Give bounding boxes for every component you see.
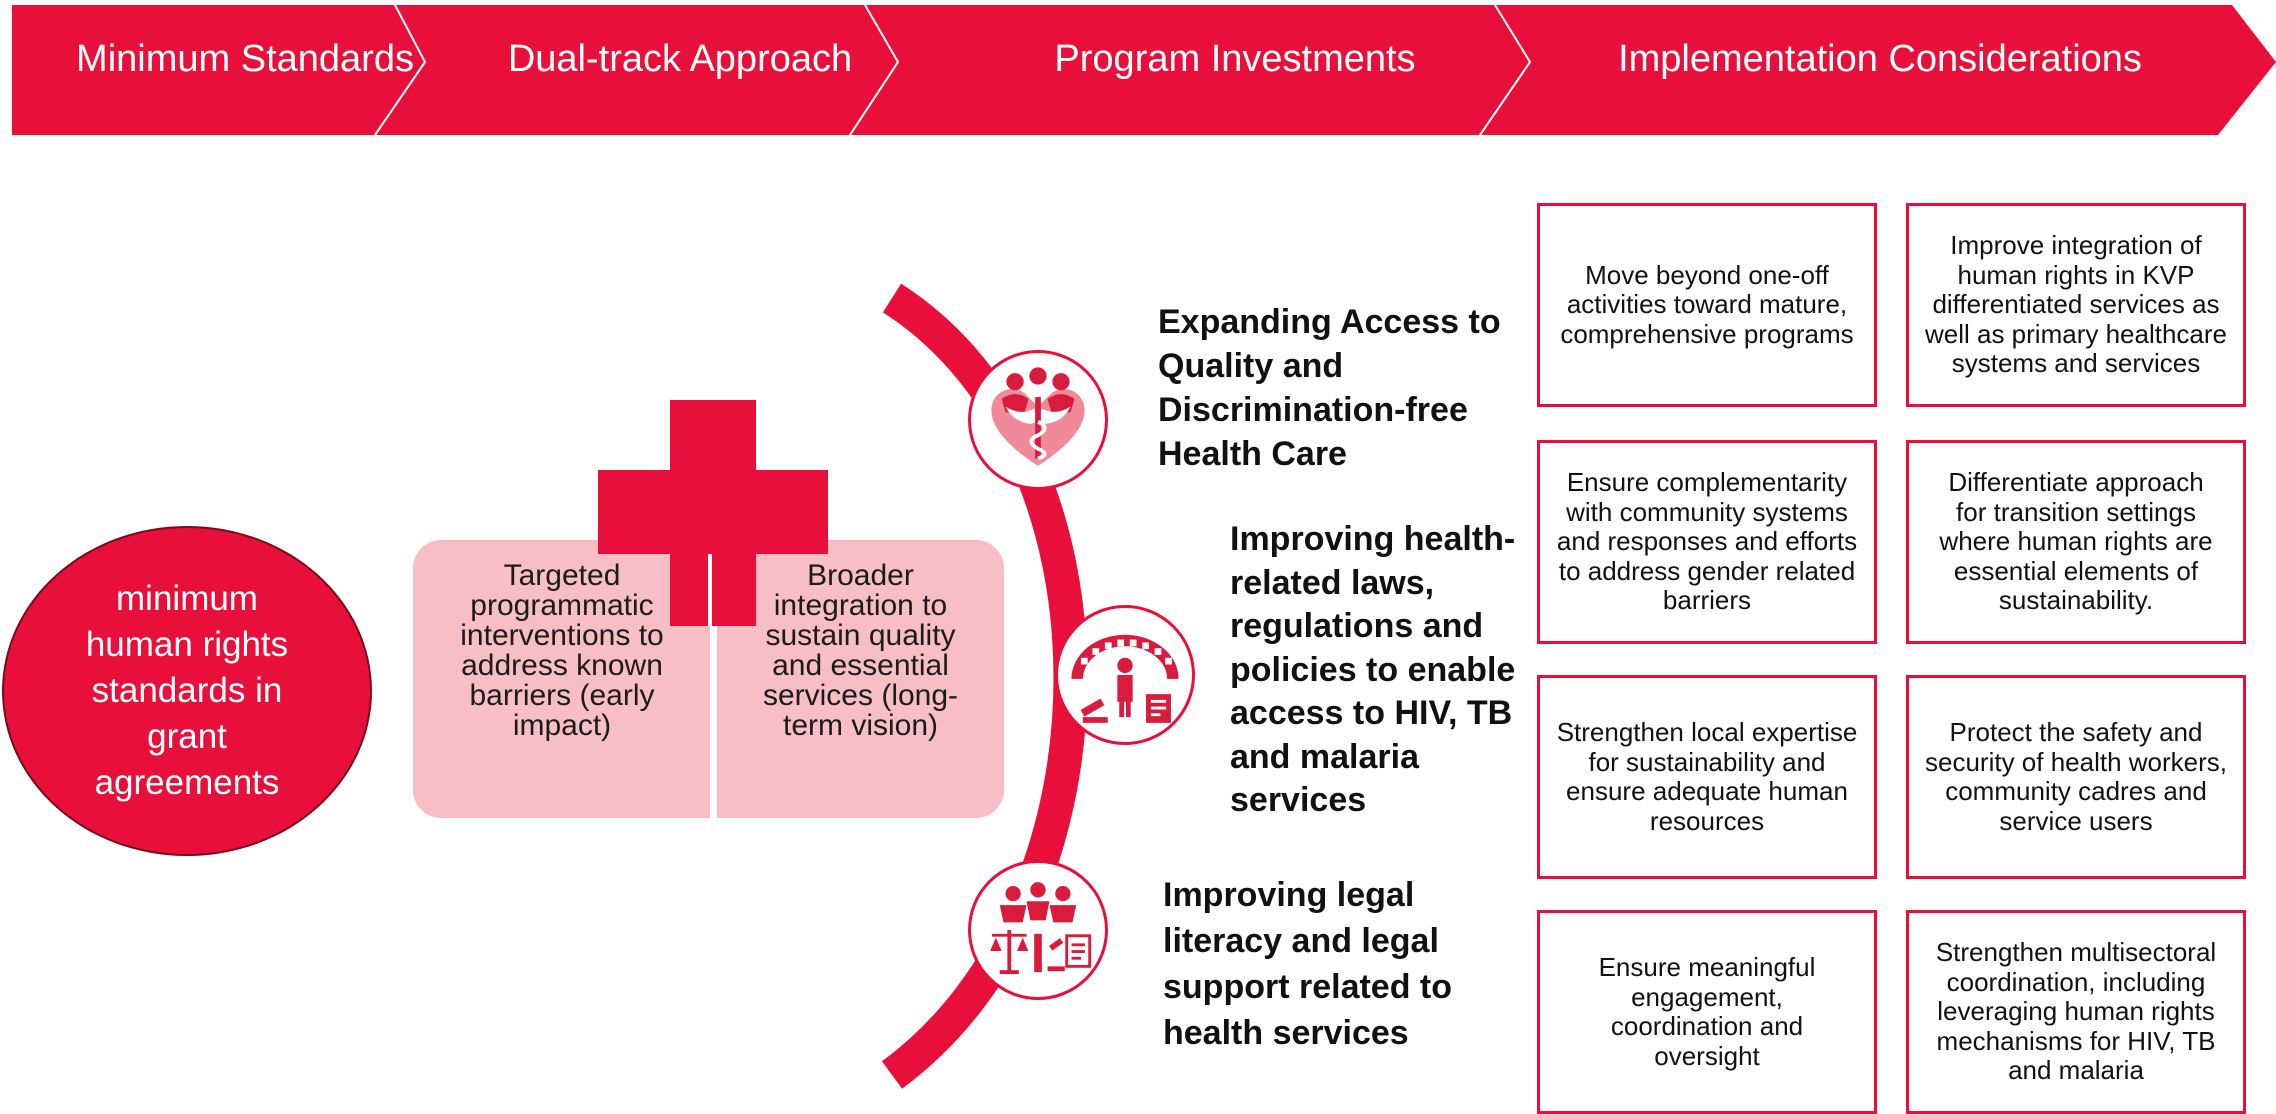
court-law-icon — [1055, 605, 1195, 745]
caduceus-heart-icon — [968, 350, 1108, 490]
consideration-text: Strengthen local expertise for sustainab… — [1556, 717, 1858, 836]
consideration-box: Differentiate approach for transition se… — [1906, 440, 2246, 644]
red-cross-icon — [598, 400, 828, 626]
consideration-box: Protect the safety and security of healt… — [1906, 675, 2246, 879]
consideration-text: Move beyond one-off activities toward ma… — [1560, 259, 1854, 349]
chevron-dividers — [374, 4, 1532, 136]
investment-legal-label: Improving legal literacy and legal suppo… — [1163, 876, 1453, 1052]
consideration-box: Ensure meaningful engagement, coordinati… — [1537, 910, 1877, 1114]
process-chevron-bar — [12, 4, 2276, 136]
targeted-interventions-text: Targeted programmatic interventions to a… — [460, 559, 664, 742]
broader-integration-text: Broader integration to sustain quality a… — [762, 559, 959, 742]
chevron-program-investments — [850, 5, 1530, 135]
track-divider — [710, 618, 714, 863]
minimum-standards-text: minimum human rights standards in grant … — [85, 579, 289, 802]
investment-healthcare-label: Expanding Access to Quality and Discrimi… — [1158, 303, 1501, 473]
chevron-implementation — [1480, 5, 2276, 135]
consideration-box: Move beyond one-off activities toward ma… — [1537, 203, 1877, 407]
consideration-box: Ensure complementarity with community sy… — [1537, 440, 1877, 644]
chevron-dual-track — [375, 5, 898, 135]
consideration-text: Protect the safety and security of healt… — [1924, 717, 2227, 836]
chevron-minimum-standards — [12, 5, 425, 135]
consideration-text: Ensure meaningful engagement, coordinati… — [1598, 952, 1816, 1071]
consideration-box: Improve integration of human rights in K… — [1906, 203, 2246, 407]
consideration-text: Ensure complementarity with community sy… — [1556, 467, 1858, 616]
broader-integration-box: Broader integration to sustain quality a… — [717, 540, 1004, 818]
legal-support-icon — [968, 860, 1108, 1000]
step-label-implementation: Implementation Considerations — [1618, 38, 2142, 80]
consideration-text: Differentiate approach for transition se… — [1939, 467, 2213, 616]
consideration-box: Strengthen multisectoral coordination, i… — [1906, 910, 2246, 1114]
minimum-standards-circle: minimum human rights standards in grant … — [2, 526, 372, 856]
consideration-box: Strengthen local expertise for sustainab… — [1537, 675, 1877, 879]
investment-laws-label: Improving health-related laws, regulatio… — [1230, 520, 1516, 819]
step-label-dual-track: Dual-track Approach — [507, 38, 853, 80]
consideration-text: Improve integration of human rights in K… — [1924, 230, 2227, 379]
targeted-interventions-box: Targeted programmatic interventions to a… — [413, 540, 711, 818]
step-label-program-investments: Program Investments — [1054, 38, 1416, 80]
consideration-text: Strengthen multisectoral coordination, i… — [1935, 937, 2217, 1086]
step-label-minimum-standards: Minimum Standards — [76, 38, 414, 80]
